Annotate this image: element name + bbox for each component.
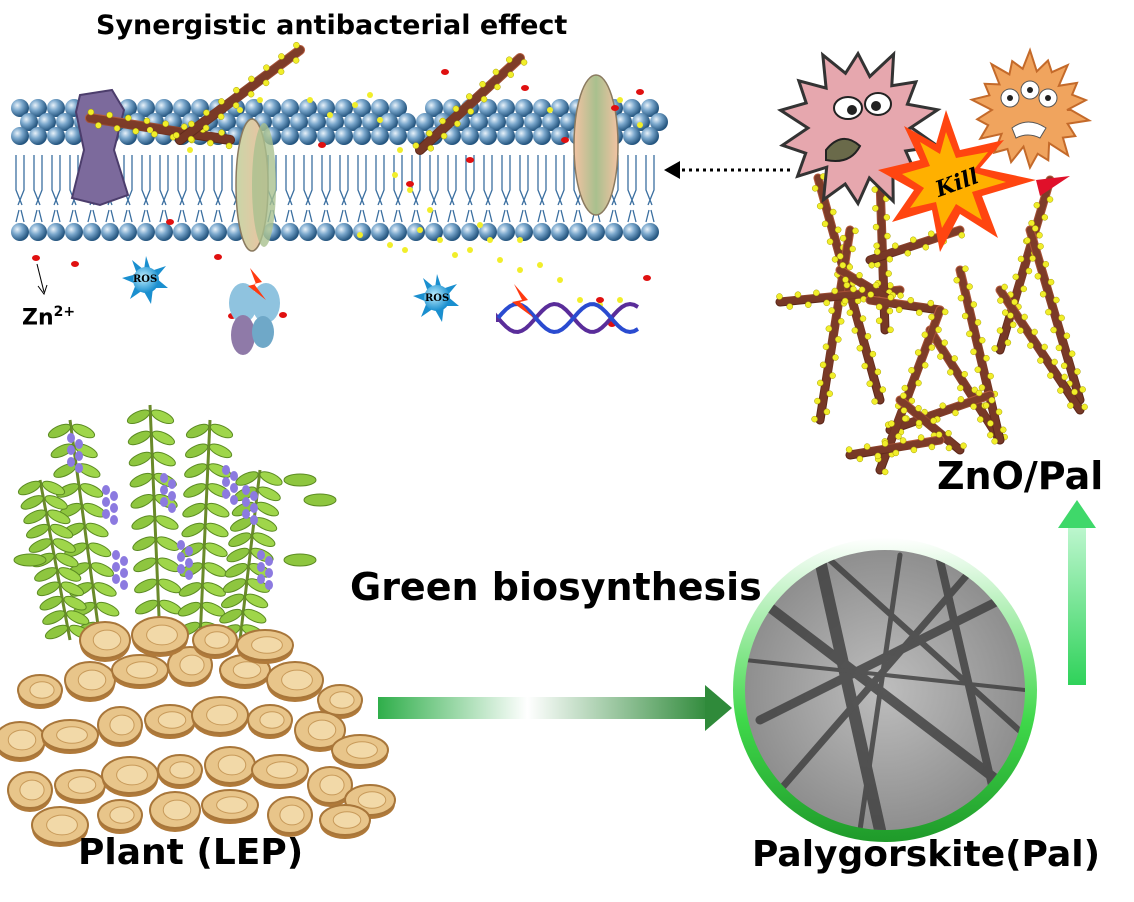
damaged-protein-icon <box>229 268 280 355</box>
ros-label-2: ROS <box>425 293 450 304</box>
znO-rods-membrane <box>85 41 528 155</box>
label-zno-pal: ZnO/Pal <box>937 454 1104 498</box>
dna-helix-icon <box>496 284 639 335</box>
zno-nanoparticles <box>147 92 643 308</box>
bacteria-orange-icon <box>968 47 1093 171</box>
green-arrow-right <box>378 685 732 731</box>
zn-base: Zn <box>22 305 54 331</box>
green-arrow-up <box>1058 500 1096 685</box>
membrane-protein-peach <box>573 74 619 216</box>
label-zn-ion: Zn2+ <box>22 304 75 330</box>
plant-image <box>0 404 396 847</box>
zno-pal-rod-network <box>775 173 1088 476</box>
membrane-protein-green <box>235 118 276 252</box>
label-green-biosynthesis: Green biosynthesis <box>350 565 762 609</box>
zn-ion-arrow <box>36 263 48 296</box>
membrane-protein-purple <box>70 88 130 207</box>
kill-burst-icon <box>878 110 1070 252</box>
ros-icon-1 <box>122 256 168 304</box>
dotted-arrow <box>664 161 790 179</box>
ros-label-1: ROS <box>133 274 158 285</box>
zn-charge: 2+ <box>53 304 76 320</box>
title-synergistic-antibacterial: Synergistic antibacterial effect <box>96 10 568 41</box>
label-plant-lep: Plant (LEP) <box>78 832 304 873</box>
tem-image <box>733 538 1037 842</box>
ros-icon-2 <box>413 274 459 322</box>
membrane-lipid-tails <box>15 155 655 223</box>
label-palygorskite: Palygorskite(Pal) <box>752 834 1101 875</box>
